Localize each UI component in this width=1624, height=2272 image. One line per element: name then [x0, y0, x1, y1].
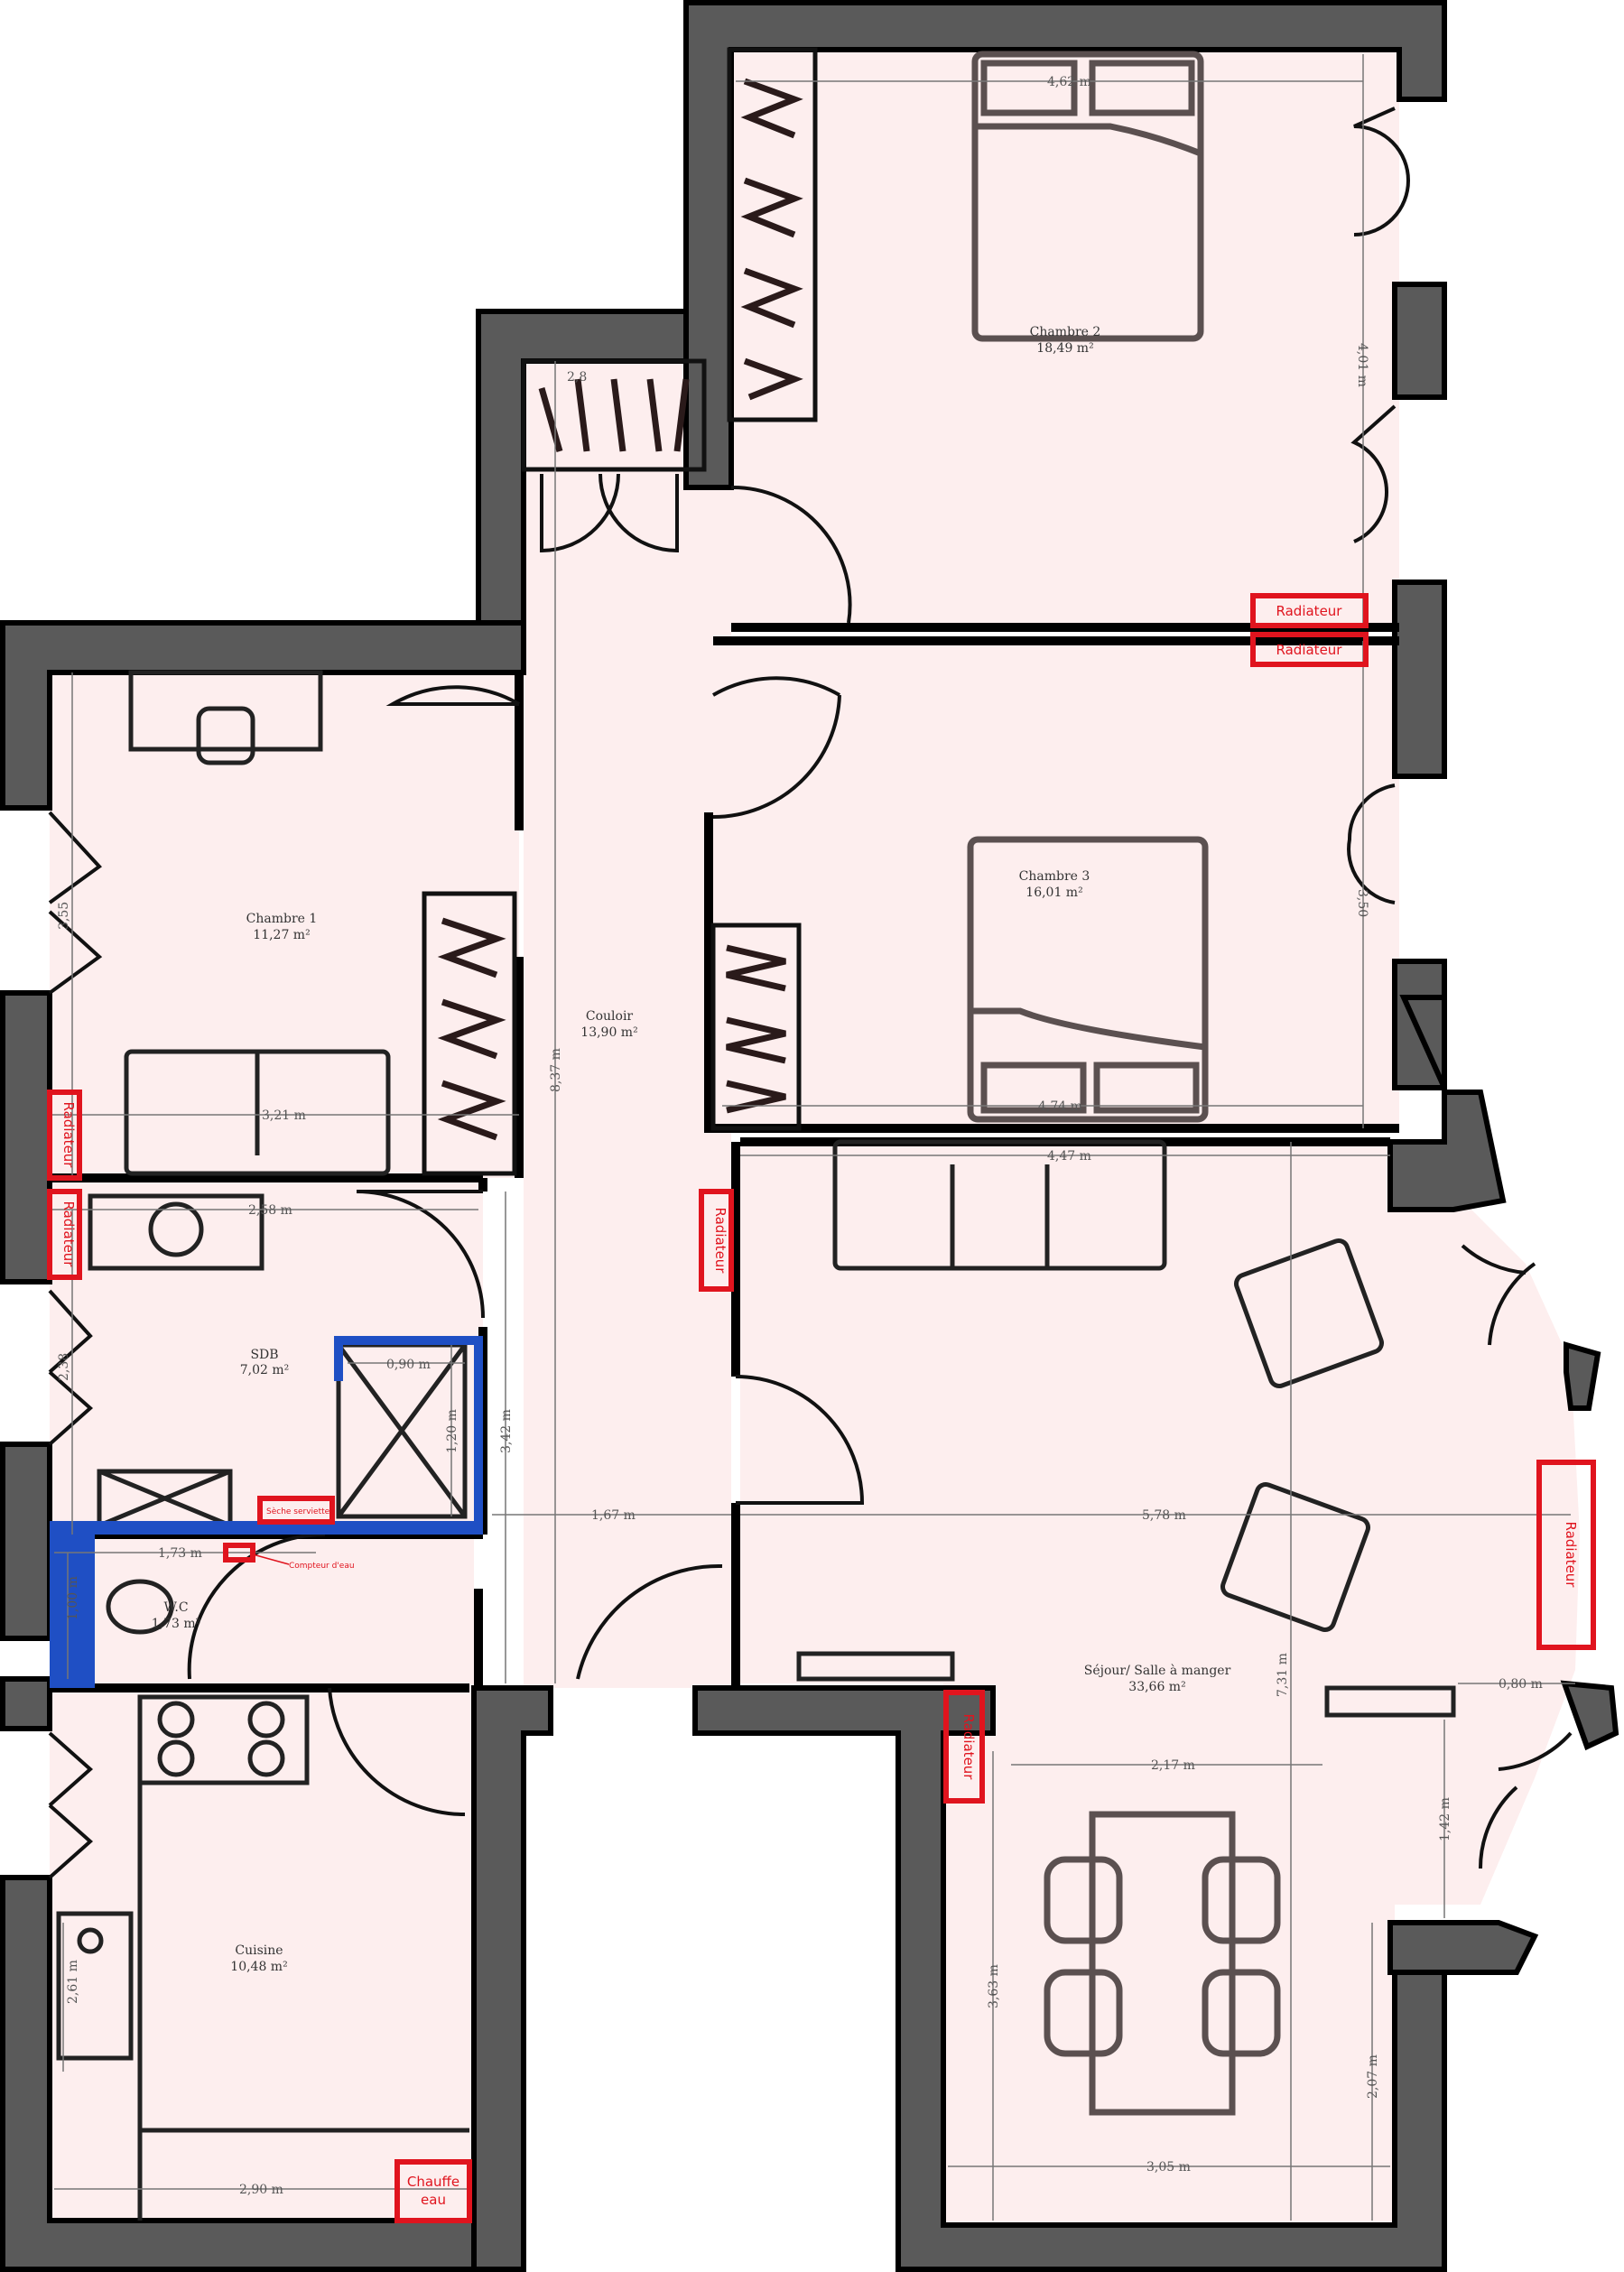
doors	[48, 107, 1573, 1879]
dim-label: 8,37 m	[549, 1048, 563, 1092]
room-area-wc: 1,73 m²	[152, 1617, 201, 1631]
room-area-couloir: 13,90 m²	[580, 1025, 637, 1040]
dim-label: 3,63 m	[987, 1964, 1001, 2008]
dim-label: 3,05 m	[1146, 2160, 1191, 2175]
heater-label: Radiateur	[960, 1714, 977, 1781]
dim-label: 2,07 m	[1366, 2054, 1380, 2099]
heater-label: Radiateur	[60, 1102, 77, 1169]
dimension-lines	[50, 54, 1575, 2221]
dim-label: 4,74 m	[1038, 1099, 1082, 1114]
room-area-chambre1: 11,27 m²	[253, 928, 310, 942]
room-floors	[50, 50, 1580, 2225]
dim-label: 7,31 m	[1276, 1653, 1290, 1697]
dim-label: 3,21 m	[262, 1108, 306, 1123]
room-name-sejour: Séjour/ Salle à manger	[1084, 1663, 1231, 1678]
dimension-labels: 4,62 m 4,01 m 3,55 3,21 m 2,58 m 2,38 0,…	[57, 75, 1543, 2197]
dim-label: 2,17 m	[1151, 1758, 1195, 1773]
plumbing	[50, 1336, 483, 1688]
dim-label: 1,00 m	[66, 1576, 80, 1620]
dim-label: 3,55	[57, 902, 71, 930]
heater-label: Radiateur	[1276, 642, 1343, 658]
room-name-chambre1: Chambre 1	[246, 912, 318, 926]
room-name-sdb: SDB	[250, 1348, 278, 1362]
towel-dryer-label: Sèche serviettes	[266, 1507, 334, 1516]
room-area-sejour: 33,66 m²	[1128, 1680, 1185, 1694]
dim-label: 3,42 m	[499, 1409, 514, 1453]
room-area-chambre2: 18,49 m²	[1036, 341, 1093, 356]
room-name-chambre2: Chambre 2	[1030, 325, 1101, 339]
room-area-cuisine: 10,48 m²	[230, 1960, 287, 1974]
dim-label: 4,01 m	[1355, 343, 1369, 387]
dim-label: 2,58 m	[248, 1203, 292, 1218]
dim-label: 2,38	[57, 1353, 71, 1381]
room-name-wc: W.C	[163, 1600, 188, 1615]
room-labels: Chambre 2 18,49 m² Chambre 1 11,27 m² Ch…	[152, 325, 1231, 1974]
room-area-sdb: 7,02 m²	[240, 1363, 290, 1377]
room-name-couloir: Couloir	[586, 1009, 634, 1024]
heater-label: Radiateur	[1563, 1522, 1579, 1589]
dim-label: 1,20 m	[445, 1409, 459, 1453]
heater-label: Radiateur	[60, 1201, 77, 1268]
room-area-chambre3: 16,01 m²	[1025, 886, 1082, 900]
heaters: Radiateur Radiateur Radiateur Radiateur …	[47, 593, 1596, 2223]
heater-label: Radiateur	[712, 1208, 728, 1275]
dim-label: 0,90 m	[386, 1358, 431, 1372]
dim-label: 5,78 m	[1142, 1508, 1186, 1523]
dim-label: 2,8	[567, 370, 587, 385]
dim-label: 2,90 m	[239, 2183, 283, 2197]
dim-label: 3,50	[1355, 889, 1369, 917]
water-heater-label: Chauffe	[407, 2174, 459, 2190]
dim-label: 4,47 m	[1047, 1149, 1091, 1164]
water-meter-label: Compteur d'eau	[289, 1562, 355, 1571]
dim-label: 4,62 m	[1047, 75, 1091, 89]
water-heater-label: eau	[421, 2192, 446, 2208]
room-name-cuisine: Cuisine	[235, 1943, 283, 1958]
wardrobes	[422, 47, 818, 1176]
dim-label: 1,73 m	[158, 1546, 202, 1561]
room-name-chambre3: Chambre 3	[1019, 869, 1090, 884]
dim-label: 2,61 m	[66, 1960, 80, 2004]
dim-label: 1,67 m	[591, 1508, 636, 1523]
dim-label: 0,80 m	[1499, 1677, 1543, 1692]
dim-label: 1,42 m	[1438, 1797, 1452, 1841]
heater-label: Radiateur	[1276, 603, 1343, 619]
furniture	[56, 51, 1456, 2221]
